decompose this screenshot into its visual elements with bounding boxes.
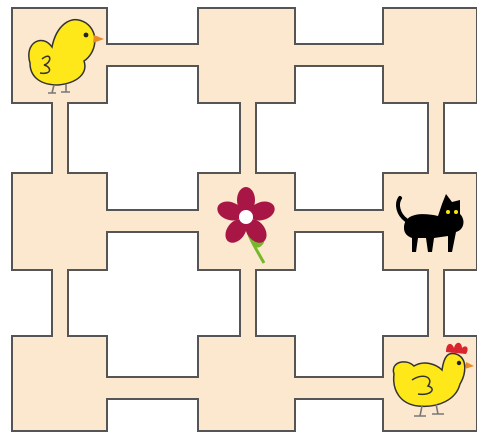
corridor-seam [291, 211, 387, 231]
corridor-seam [429, 98, 443, 177]
room-2-1[interactable] [198, 336, 295, 431]
corridor-seam [103, 211, 202, 231]
corridor-seam [53, 98, 67, 177]
corridor-seam [291, 378, 387, 398]
corridor-seam [241, 98, 255, 177]
room-0-1[interactable] [198, 8, 295, 103]
corridor-seam [53, 266, 67, 340]
room-1-0[interactable] [12, 173, 107, 270]
room-0-2[interactable] [383, 8, 477, 103]
corridor-seam [103, 378, 202, 398]
corridor-seam [429, 266, 443, 340]
room-2-0[interactable] [12, 336, 107, 431]
corridor-seam [241, 266, 255, 340]
corridor-seam [291, 45, 387, 65]
corridor-seam [103, 45, 202, 65]
